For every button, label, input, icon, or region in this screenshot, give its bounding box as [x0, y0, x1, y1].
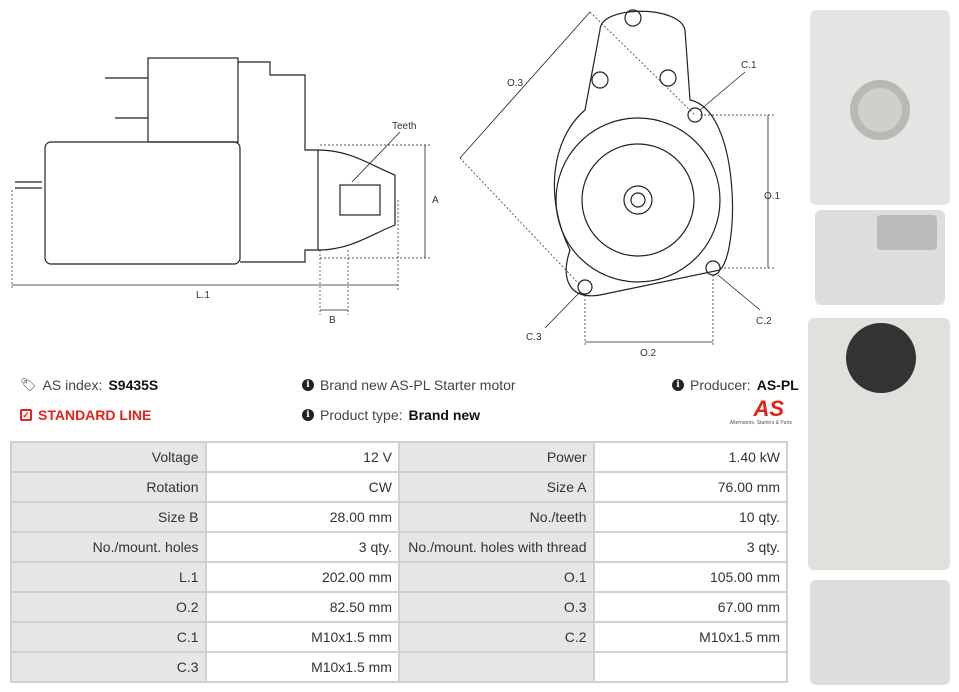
spec-label: Size B	[10, 501, 207, 533]
label-c3: C.3	[526, 332, 542, 343]
spec-value: M10x1.5 mm	[204, 651, 400, 683]
side-view-dimensions	[11, 144, 430, 315]
spec-label: Power	[397, 441, 595, 473]
info-icon: i	[672, 379, 684, 391]
label-o3: O.3	[507, 78, 524, 89]
product-photo-side[interactable]	[815, 210, 945, 305]
label-o1: O.1	[764, 191, 781, 202]
spec-value: M10x1.5 mm	[592, 621, 788, 653]
side-view-drawing	[15, 57, 396, 265]
label-a: A	[432, 195, 439, 206]
info-icon: i	[302, 379, 314, 391]
spec-label: L.1	[10, 561, 207, 593]
label-c1: C.1	[741, 60, 757, 71]
spec-value: 3 qty.	[592, 531, 788, 563]
product-photo-rear[interactable]	[808, 318, 950, 570]
spec-label: C.2	[397, 621, 595, 653]
spec-label: Size A	[397, 471, 595, 503]
front-view-drawing	[553, 9, 734, 297]
spec-value: 3 qty.	[204, 531, 400, 563]
spec-label: C.3	[10, 651, 207, 683]
spec-value: 67.00 mm	[592, 591, 788, 623]
spec-value: 1.40 kW	[592, 441, 788, 473]
product-photo-front[interactable]	[810, 10, 950, 205]
label-l1: L.1	[196, 290, 210, 301]
check-square-icon: ✓	[20, 409, 32, 421]
spec-label: Voltage	[10, 441, 207, 473]
spec-value	[592, 651, 788, 683]
label-b: B	[329, 315, 336, 326]
spec-label	[397, 651, 595, 683]
spec-label: O.1	[397, 561, 595, 593]
spec-value: M10x1.5 mm	[204, 621, 400, 653]
as-index: 🏷 AS index:S9435S	[20, 377, 159, 393]
spec-value: 105.00 mm	[592, 561, 788, 593]
spec-label: O.2	[10, 591, 207, 623]
spec-value: 76.00 mm	[592, 471, 788, 503]
spec-value: CW	[204, 471, 400, 503]
product-photo-top[interactable]	[810, 580, 950, 685]
spec-label: No./mount. holes with thread	[397, 531, 595, 563]
label-teeth: Teeth	[392, 121, 416, 132]
spec-value: 10 qty.	[592, 501, 788, 533]
label-c2: C.2	[756, 316, 772, 327]
standard-line-badge: ✓ STANDARD LINE	[20, 407, 151, 423]
tag-icon: 🏷	[20, 377, 37, 392]
spec-label: Rotation	[10, 471, 207, 503]
spec-label: O.3	[397, 591, 595, 623]
as-pl-logo: AS Alternators, Starters & Parts	[729, 396, 792, 427]
spec-value: 28.00 mm	[204, 501, 400, 533]
info-icon: i	[302, 409, 314, 421]
spec-value: 202.00 mm	[204, 561, 400, 593]
spec-value: 12 V	[204, 441, 400, 473]
spec-value: 82.50 mm	[204, 591, 400, 623]
label-o2: O.2	[640, 348, 657, 359]
spec-label: C.1	[10, 621, 207, 653]
technical-drawing: Teeth A B L.1 O.3 C.1 O.1 C.2 C.3 O.2	[11, 9, 781, 359]
spec-label: No./mount. holes	[10, 531, 207, 563]
spec-label: No./teeth	[397, 501, 595, 533]
